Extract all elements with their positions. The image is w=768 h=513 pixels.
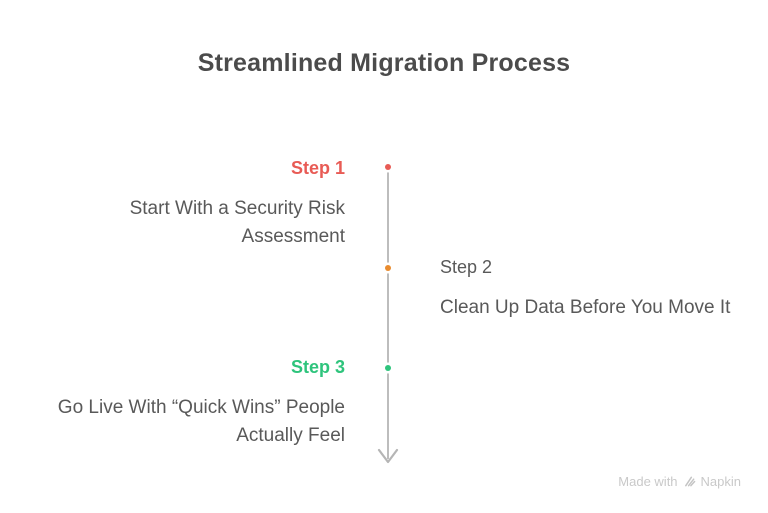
step-1-description: Start With a Security Risk Assessment (129, 198, 345, 247)
step-2-description: Clean Up Data Before You Move It (440, 297, 731, 318)
step-1-label: Step 1 (290, 158, 345, 178)
step-3-description: Go Live With “Quick Wins” People Actuall… (57, 397, 345, 446)
napkin-logo-icon (684, 476, 695, 487)
step-block-1: Step 1 Start With a Security Risk Assess… (40, 157, 345, 251)
watermark-prefix: Made with (618, 474, 678, 489)
timeline-line (387, 171, 389, 459)
timeline-dot-step-3 (385, 365, 391, 371)
timeline-dot-step-1 (385, 164, 391, 170)
watermark: Made with Napkin (618, 474, 741, 489)
arrow-chevron (377, 448, 399, 464)
timeline-dot-step-2 (385, 265, 391, 271)
step-2-label: Step 2 (440, 257, 493, 277)
step-block-3: Step 3 Go Live With “Quick Wins” People … (33, 356, 345, 450)
page-title: Streamlined Migration Process (197, 49, 571, 77)
step-block-2: Step 2 Clean Up Data Before You Move It (440, 256, 742, 322)
step-3-label: Step 3 (290, 357, 345, 377)
watermark-brand: Napkin (700, 474, 741, 489)
arrow-down-icon (377, 448, 399, 464)
